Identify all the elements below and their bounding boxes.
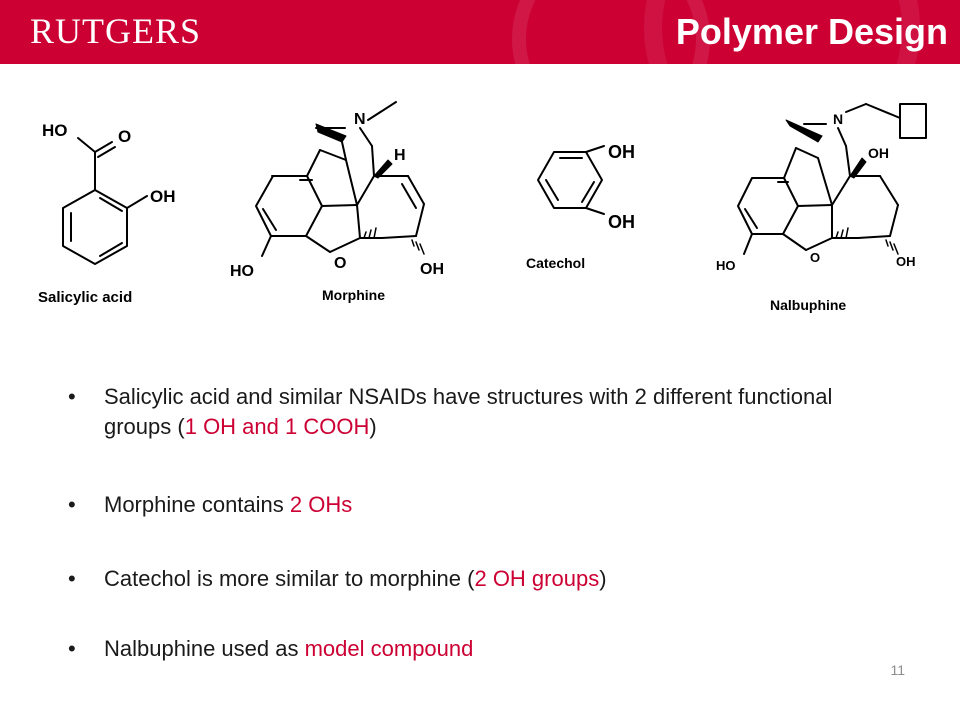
bullet-item: • Nalbuphine used as model compound [68, 634, 473, 664]
nalbuphine-label-n: N [833, 111, 843, 127]
catechol-caption: Catechol [526, 255, 585, 271]
header-bar: RUTGERS Polymer Design [0, 0, 960, 64]
morphine-label-oh: OH [420, 261, 444, 278]
bullet-text: Salicylic acid and similar NSAIDs have s… [104, 384, 833, 439]
bullet-text: Catechol is more similar to morphine ( [104, 566, 475, 591]
bullet-highlight: 1 OH and 1 COOH [184, 414, 370, 439]
nalbuphine-label-oh-bottom: OH [896, 254, 916, 269]
page-number: 11 [890, 662, 905, 678]
bullet-text: Nalbuphine used as [104, 636, 305, 661]
nalbuphine-label-oh-top: OH [868, 145, 889, 161]
bullet-text-end: ) [599, 566, 607, 591]
bullet-text: Morphine contains [104, 492, 290, 517]
bullet-highlight: 2 OHs [289, 492, 353, 517]
bullet-dot: • [68, 384, 76, 409]
nalbuphine-label-ho: HO [716, 258, 736, 273]
salicylic-label-ho: HO [42, 121, 68, 140]
bullet-item: • Morphine contains 2 OHs [68, 490, 352, 520]
bullet-highlight: 2 OH groups [474, 566, 600, 591]
bullet-dot: • [68, 492, 76, 517]
slide-title: Polymer Design [675, 11, 948, 52]
chemical-structures: HO O OH Salicylic acid N H HO O OH Morph… [38, 101, 927, 313]
salicylic-acid-structure [62, 137, 148, 265]
bullet-highlight: model compound [304, 636, 474, 661]
nalbuphine-structure [737, 103, 927, 255]
salicylic-label-oh: OH [150, 187, 176, 206]
bullet-item: • Salicylic acid and similar NSAIDs have… [68, 382, 888, 442]
seal-watermark [644, 0, 920, 64]
catechol-label-oh-top: OH [608, 142, 635, 162]
morphine-caption: Morphine [322, 287, 385, 303]
catechol-structure [537, 145, 605, 215]
salicylic-label-o: O [118, 127, 131, 146]
morphine-label-h: H [394, 147, 406, 164]
morphine-label-n: N [354, 111, 366, 128]
morphine-structure [255, 101, 425, 257]
catechol-label-oh-bottom: OH [608, 212, 635, 232]
bullet-dot: • [68, 566, 76, 591]
morphine-label-o: O [334, 255, 346, 272]
rutgers-logo: RUTGERS [30, 11, 202, 51]
bullet-item: • Catechol is more similar to morphine (… [68, 564, 607, 594]
bullet-text-end: ) [369, 414, 377, 439]
morphine-label-ho: HO [230, 263, 254, 280]
bullet-dot: • [68, 636, 76, 661]
nalbuphine-caption: Nalbuphine [770, 297, 846, 313]
salicylic-acid-caption: Salicylic acid [38, 289, 132, 306]
nalbuphine-label-o: O [810, 250, 820, 265]
